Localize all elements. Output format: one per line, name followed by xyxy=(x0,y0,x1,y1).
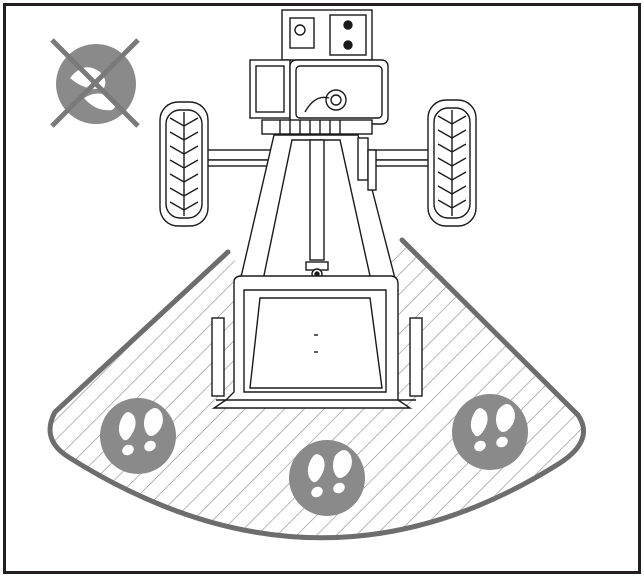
log-tray xyxy=(211,275,423,409)
footprints-icon-right xyxy=(452,394,528,470)
left-wheel xyxy=(159,101,209,227)
footprints-icon-center xyxy=(289,440,365,516)
crossed-out-footprints-icon xyxy=(50,38,140,128)
log-splitter-machine xyxy=(159,9,477,409)
right-wheel xyxy=(427,99,477,227)
footprints-icon-left xyxy=(100,398,176,474)
frame-border xyxy=(3,3,641,574)
engine xyxy=(249,9,389,135)
